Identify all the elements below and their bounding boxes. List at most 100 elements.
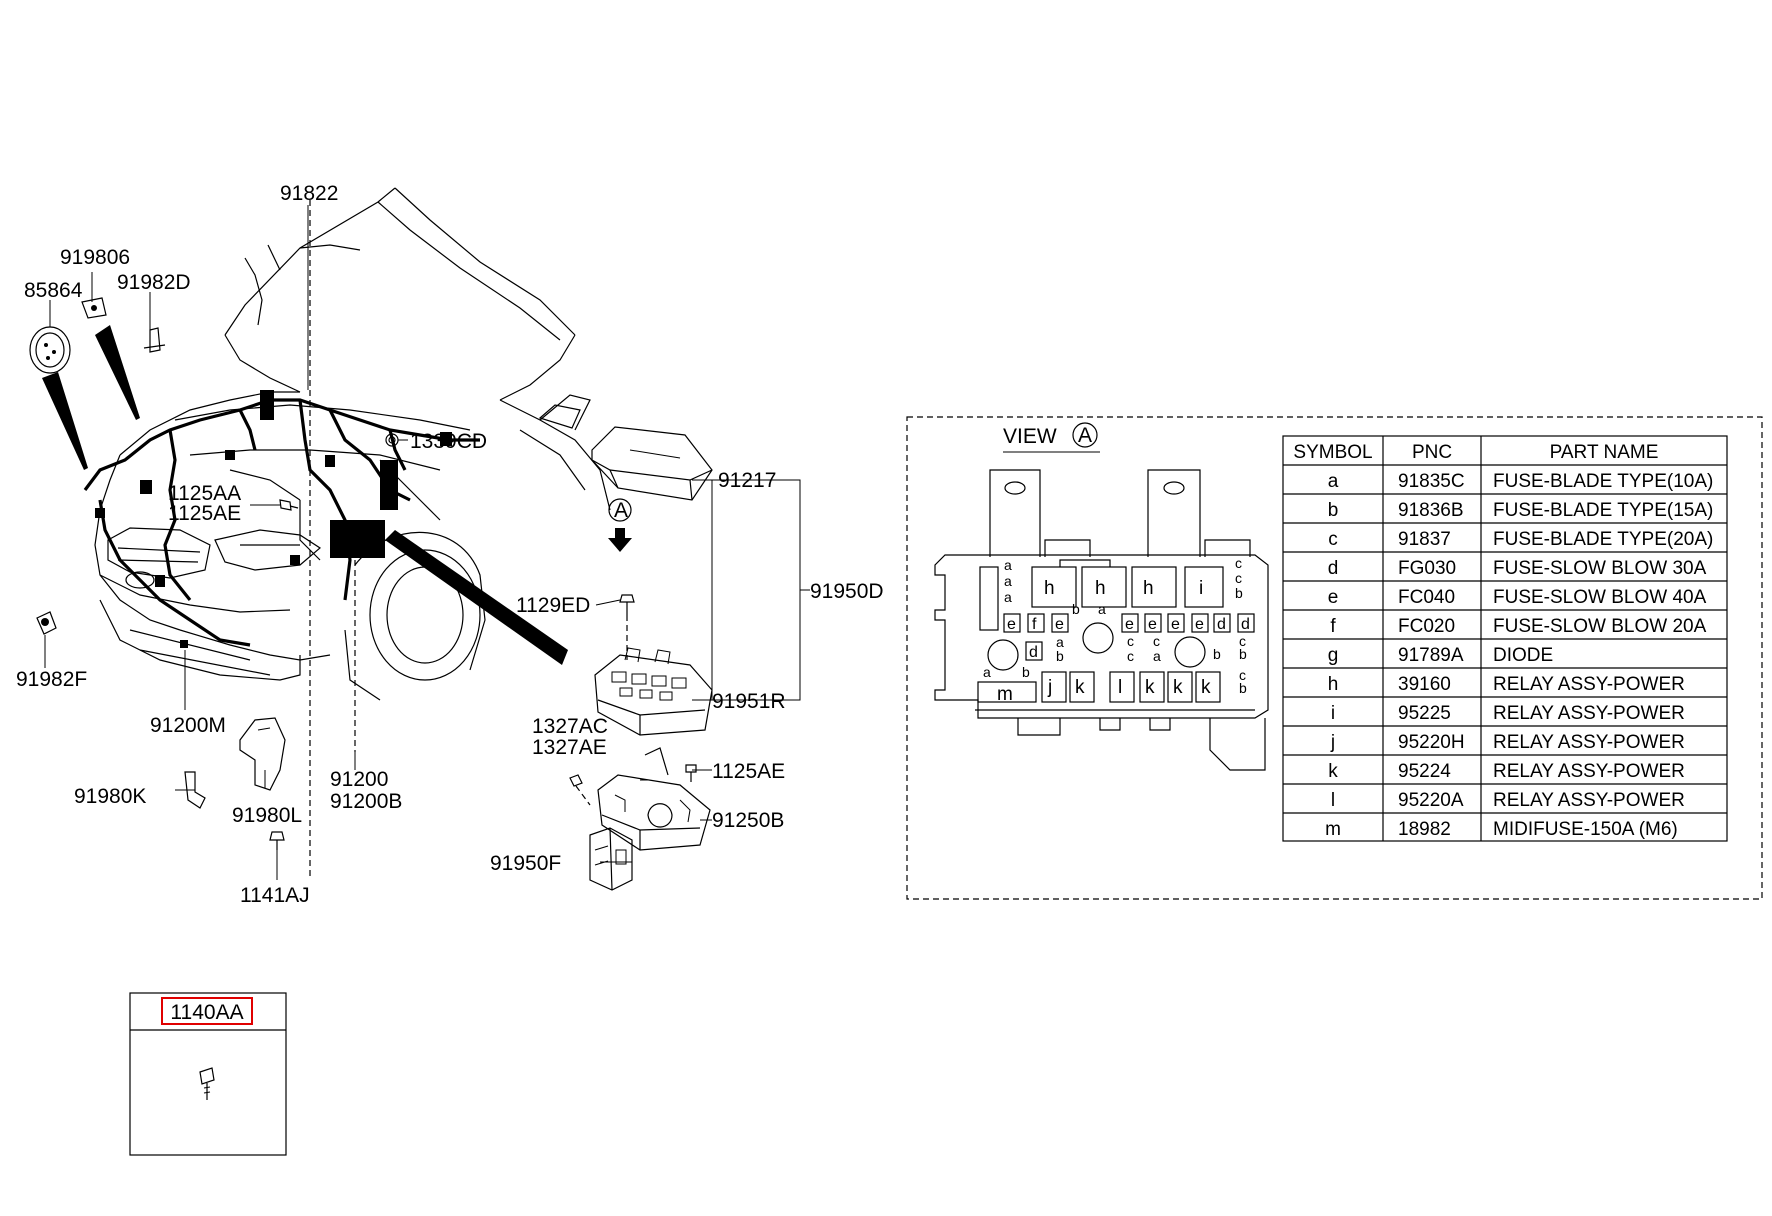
table-header-symbol: SYMBOL <box>1293 442 1372 463</box>
view-a-title: VIEW A <box>1003 422 1100 453</box>
label-1125AE-upper: 1125AE <box>168 502 241 525</box>
label-91217: 91217 <box>718 469 776 492</box>
label-view-marker: A <box>614 499 628 522</box>
blade-b1: b <box>1072 601 1080 617</box>
table-cell-symbol: i <box>1331 703 1335 724</box>
blade-c5: c <box>1153 633 1160 649</box>
blade-b5: b <box>1213 646 1221 662</box>
label-1141AJ: 1141AJ <box>240 884 310 907</box>
bolt-1141AJ-icon <box>269 831 285 850</box>
part-1140AA-box: 1140AA <box>129 992 287 1156</box>
fuse-e6: e <box>1195 616 1204 633</box>
label-91950D: 91950D <box>810 580 884 603</box>
relay-h2: h <box>1095 578 1106 599</box>
label-91980K: 91980K <box>74 785 146 808</box>
parts-table: SYMBOL PNC PART NAME a 91835C FUSE-BLADE… <box>1282 435 1728 842</box>
blade-a7: a <box>983 664 991 680</box>
leader-lines <box>44 205 810 880</box>
label-91950F: 91950F <box>490 852 561 875</box>
blade-b3: b <box>1022 664 1030 680</box>
table-cell-symbol: e <box>1328 587 1339 608</box>
table-header-part-name: PART NAME <box>1550 442 1659 463</box>
relay-l: l <box>1118 677 1122 698</box>
fuse-d1: d <box>1217 616 1226 633</box>
label-85864: 85864 <box>24 279 83 302</box>
table-cell-symbol: k <box>1328 761 1338 782</box>
table-cell-pnc: 91789A <box>1398 645 1464 666</box>
blade-b4: b <box>1235 585 1243 601</box>
table-cell-part-name: FUSE-BLADE TYPE(20A) <box>1493 529 1713 550</box>
table-cell-symbol: a <box>1328 471 1339 492</box>
label-91982D: 91982D <box>117 271 191 294</box>
view-a-arrow <box>608 498 632 552</box>
midifuse-m: m <box>997 684 1013 705</box>
blade-b2: b <box>1056 648 1064 664</box>
blade-a5: a <box>1098 601 1106 617</box>
box-1140AA-title: 1140AA <box>170 1001 243 1024</box>
table-cell-symbol: d <box>1328 558 1339 579</box>
label-91980L: 91980L <box>232 804 302 827</box>
fuse-box-bracket-91250B <box>597 747 711 851</box>
part-91982F-connector-icon <box>36 611 57 635</box>
part-labels: 91822 919806 91982D 85864 1339CD 1125AA … <box>16 182 884 907</box>
nut-1327AC-icon <box>569 774 591 806</box>
table-cell-part-name: FUSE-SLOW BLOW 40A <box>1493 587 1707 608</box>
fuse-d2: d <box>1241 616 1250 633</box>
part-1125AA-bolt-icon <box>279 499 299 511</box>
label-1129ED: 1129ED <box>516 594 590 617</box>
table-cell-pnc: FG030 <box>1398 558 1456 579</box>
blade-c4: c <box>1127 648 1134 664</box>
fuse-letters-small: e f e e e e e d d d <box>1007 616 1250 661</box>
table-cell-pnc: 39160 <box>1398 674 1451 695</box>
blade-a3: a <box>1004 589 1012 605</box>
relay-h3: h <box>1143 578 1154 599</box>
part-91982D-bracket-icon <box>143 327 166 353</box>
fuse-e3: e <box>1125 616 1134 633</box>
fuse-e2: e <box>1055 616 1064 633</box>
table-cell-part-name: FUSE-BLADE TYPE(15A) <box>1493 500 1713 521</box>
label-91822: 91822 <box>280 182 338 205</box>
relay-k3: k <box>1173 677 1183 698</box>
table-cell-part-name: FUSE-SLOW BLOW 30A <box>1493 558 1707 579</box>
table-header-pnc: PNC <box>1412 442 1452 463</box>
fuse-e1: e <box>1007 616 1016 633</box>
label-91951R: 91951R <box>712 690 786 713</box>
label-1327AE: 1327AE <box>532 736 607 759</box>
callout-wedge-919806 <box>95 325 140 420</box>
blade-b7: b <box>1239 680 1247 696</box>
fuse-box-letters: h h h i j k l k k k m <box>997 578 1211 705</box>
label-1125AE-lower: 1125AE <box>712 760 785 783</box>
relay-box-91950F <box>589 827 633 891</box>
table-cell-pnc: 91837 <box>1398 529 1451 550</box>
table-cell-symbol: l <box>1331 790 1335 811</box>
label-91200B: 91200B <box>330 790 402 813</box>
table-cell-part-name: DIODE <box>1493 645 1553 666</box>
label-91200M: 91200M <box>150 714 226 737</box>
view-a-panel-border <box>906 416 1763 900</box>
callout-wedge-85864 <box>42 372 88 470</box>
blade-a4: a <box>1056 634 1064 650</box>
relay-k4: k <box>1201 677 1211 698</box>
relay-k2: k <box>1145 677 1155 698</box>
table-cell-part-name: MIDIFUSE-150A (M6) <box>1493 819 1678 840</box>
table-cell-pnc: 18982 <box>1398 819 1451 840</box>
bracket-91980L-icon <box>239 717 286 791</box>
blade-c1: c <box>1235 555 1242 571</box>
table-cell-symbol: m <box>1325 819 1341 840</box>
blade-a1: a <box>1004 557 1012 573</box>
relay-i: i <box>1199 578 1203 599</box>
fuse-e4: e <box>1148 616 1157 633</box>
blade-c6: c <box>1239 633 1246 649</box>
table-cell-pnc: 91835C <box>1398 471 1465 492</box>
table-cell-part-name: RELAY ASSY-POWER <box>1493 674 1685 695</box>
label-91200: 91200 <box>330 768 388 791</box>
table-cell-symbol: g <box>1328 645 1339 666</box>
part-85864-grommet-icon <box>29 326 71 374</box>
view-title: VIEW <box>1003 425 1057 448</box>
relay-h1: h <box>1044 578 1055 599</box>
fuse-box-plan-view <box>934 469 1269 771</box>
table-cell-pnc: 95220A <box>1398 790 1464 811</box>
fuse-d3: d <box>1029 644 1038 661</box>
blade-fuse-letters: a a a a a a a b b b b b b b c c c c c c … <box>983 555 1247 696</box>
